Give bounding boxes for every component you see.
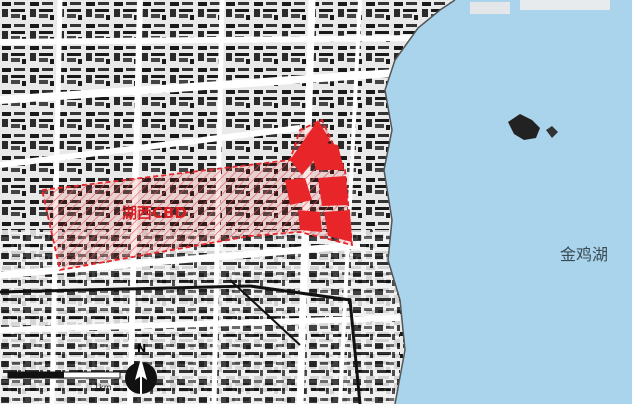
- lake-island: [546, 126, 558, 138]
- road: [0, 68, 411, 104]
- scale-bar: 1km: [7, 371, 121, 392]
- lake-label: 金鸡湖: [560, 245, 608, 264]
- north-arrow-icon: N: [125, 342, 157, 394]
- cbd-zone: [40, 118, 354, 272]
- lake-island: [508, 114, 540, 140]
- road: [0, 315, 401, 333]
- scale-label: 1km: [94, 383, 112, 392]
- cbd-label: 湖西CBD: [122, 204, 187, 222]
- road: [0, 35, 421, 45]
- canal-line: [0, 284, 362, 404]
- north-label: N: [137, 342, 146, 355]
- shoreline: [383, 0, 456, 404]
- lake-water: [384, 0, 632, 404]
- cbd-core-blocks: [285, 120, 352, 242]
- road: [338, 0, 362, 404]
- canal-line: [229, 279, 301, 346]
- road: [0, 125, 301, 168]
